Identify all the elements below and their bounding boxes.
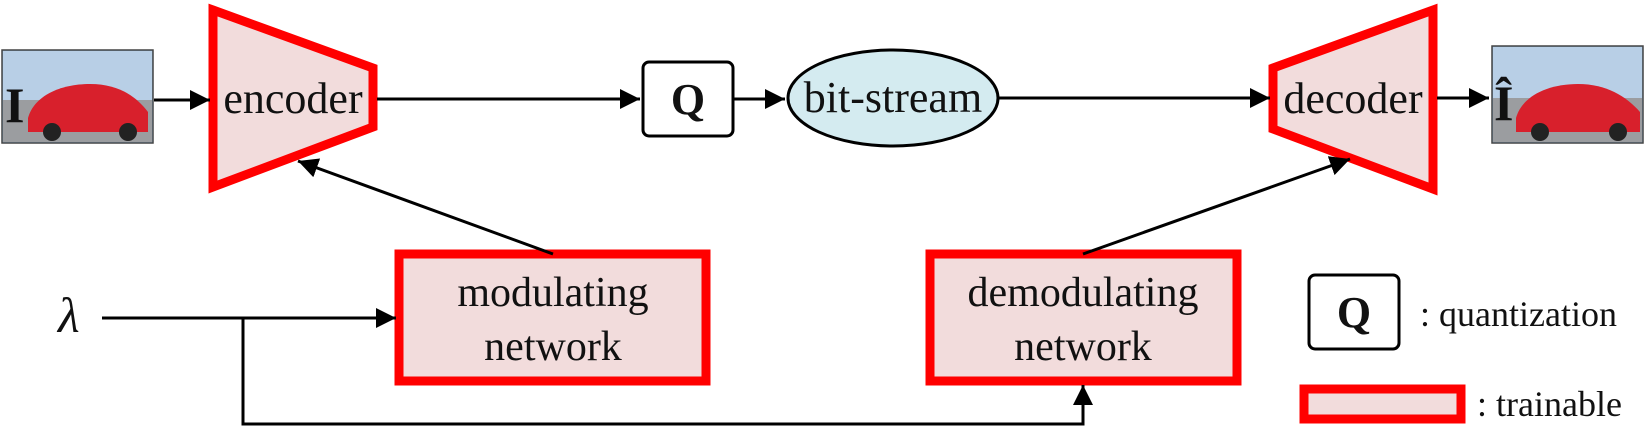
output-car-wheel-icon <box>1609 123 1627 141</box>
encoder-shape <box>208 3 378 194</box>
legend: Q : quantization : trainable <box>1299 273 1622 424</box>
modulating-network-block: modulating network <box>394 249 711 386</box>
arrow-modulating-to-encoder <box>297 158 554 256</box>
input-car-wheel-icon <box>43 123 61 141</box>
decoder-block: decoder <box>1268 3 1438 196</box>
bitstream-ellipse <box>786 48 1000 148</box>
modulating-network-box <box>394 249 711 386</box>
legend-trainable-text: : trainable <box>1477 384 1622 424</box>
bitstream-block: bit-stream <box>786 48 1000 148</box>
output-label: Î <box>1494 75 1513 131</box>
input-car-icon <box>28 84 148 132</box>
encoder-label: encoder <box>223 74 363 123</box>
demodulating-network-box <box>925 249 1242 386</box>
modulating-network-line2: network <box>484 324 622 370</box>
input-label: I <box>5 77 24 133</box>
bitstream-label: bit-stream <box>804 73 982 122</box>
input-image: I <box>1 49 154 144</box>
demodulating-network-line2: network <box>1014 324 1152 370</box>
input-car-wheel-icon <box>119 123 137 141</box>
output-car-wheel-icon <box>1531 123 1549 141</box>
demodulating-network-block: demodulating network <box>925 249 1242 386</box>
quantizer-block: Q <box>641 60 735 138</box>
output-car-icon <box>1516 84 1640 132</box>
legend-quantization-symbol: Q <box>1337 288 1371 337</box>
legend-quantization-box <box>1307 273 1401 351</box>
decoder-shape <box>1268 3 1438 196</box>
connectors <box>102 88 1489 426</box>
arrow-demodulating-to-decoder <box>1082 156 1351 256</box>
lambda-label: λ <box>56 287 80 343</box>
encoder-block: encoder <box>208 3 378 194</box>
modulating-network-line1: modulating <box>457 270 648 316</box>
demodulating-network-line1: demodulating <box>968 270 1199 316</box>
output-image: Î <box>1491 45 1644 144</box>
decoder-label: decoder <box>1283 74 1423 123</box>
quantizer-box <box>641 60 735 138</box>
quantizer-label: Q <box>671 75 705 124</box>
legend-quantization-text: : quantization <box>1420 294 1617 334</box>
legend-trainable-swatch <box>1299 384 1466 424</box>
arrow-lambda-to-demodulating <box>241 318 1093 426</box>
